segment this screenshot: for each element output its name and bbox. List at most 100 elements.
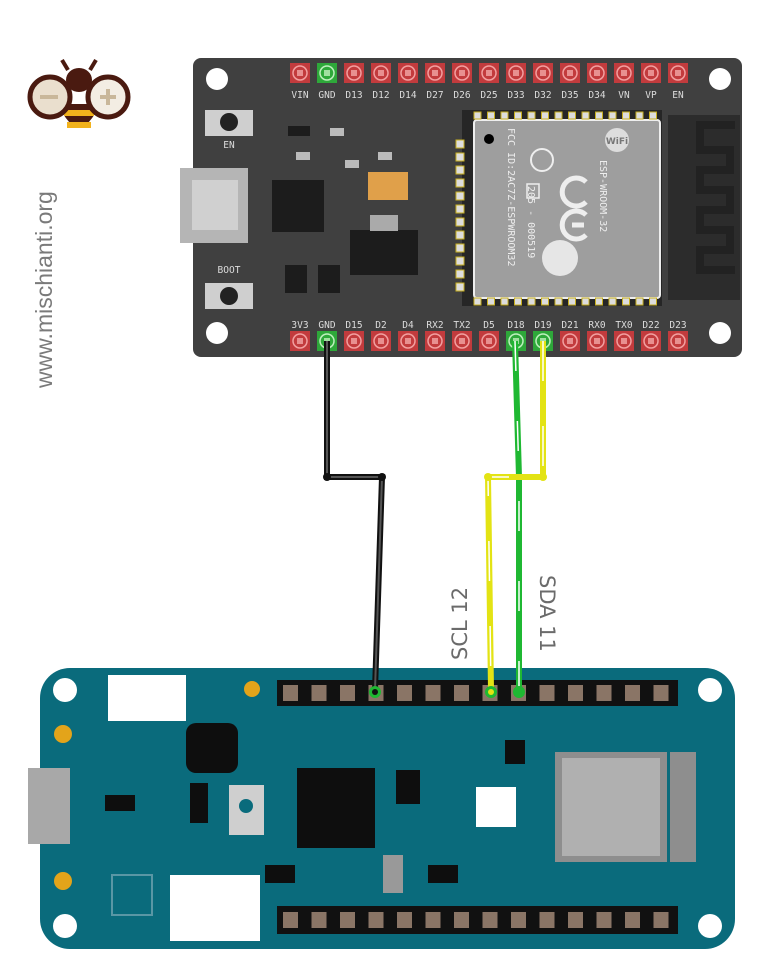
header-pin[interactable] [340, 912, 355, 928]
pin-d25[interactable] [479, 63, 499, 83]
pin-label: RX0 [588, 320, 605, 331]
header-pin[interactable] [568, 685, 583, 701]
pin-d35[interactable] [560, 63, 580, 83]
module-pad [455, 204, 465, 214]
pin-label: EN [672, 90, 684, 101]
header-pin[interactable] [568, 912, 583, 928]
pin-3v3[interactable] [290, 331, 310, 351]
pin-vin[interactable] [290, 63, 310, 83]
pin-label: D18 [507, 320, 524, 331]
pin-d12[interactable] [371, 63, 391, 83]
module-pad [514, 111, 522, 120]
pin-d4[interactable] [398, 331, 418, 351]
pin-rx0[interactable] [587, 331, 607, 351]
header-pin[interactable] [425, 685, 441, 701]
header-pin[interactable] [511, 912, 526, 928]
wire-gnd[interactable] [323, 341, 386, 691]
header-pin[interactable] [653, 685, 669, 701]
wire-ends [369, 686, 525, 698]
module-pad [500, 111, 509, 120]
bottom-header [277, 906, 678, 934]
pin-rx2[interactable] [425, 331, 445, 351]
module-pad [455, 230, 465, 240]
module-pad [608, 111, 617, 120]
header-pin[interactable] [539, 912, 555, 928]
pin-label: D26 [453, 90, 470, 101]
pin-gnd[interactable] [317, 63, 337, 83]
module-pad [541, 111, 549, 120]
header-pin[interactable] [368, 912, 384, 928]
module-fcc: FCC ID:2AC7Z-ESPWROOM32 [505, 128, 516, 266]
pin-label: VN [618, 90, 630, 101]
header-pin[interactable] [397, 912, 412, 928]
pin-d33[interactable] [506, 63, 526, 83]
regulator [350, 230, 418, 275]
pin-label: TX0 [615, 320, 632, 331]
pin-d34[interactable] [587, 63, 607, 83]
pin-label: VP [645, 90, 657, 101]
header-pin[interactable] [397, 685, 412, 701]
pin-d22[interactable] [641, 331, 661, 351]
header-pin[interactable] [454, 912, 469, 928]
wire-scl[interactable] [484, 341, 547, 691]
capacitor [368, 172, 408, 200]
header-pin[interactable] [653, 912, 669, 928]
header-pin[interactable] [454, 685, 469, 701]
pin-d26[interactable] [452, 63, 472, 83]
header-pin[interactable] [340, 685, 355, 701]
header-pin[interactable] [283, 685, 298, 701]
scl-label: SCL 12 [448, 587, 472, 660]
pin-label: D27 [426, 90, 443, 101]
top-header [277, 680, 678, 706]
header-pin[interactable] [311, 912, 327, 928]
header-pin[interactable] [625, 912, 640, 928]
pin-d2[interactable] [371, 331, 391, 351]
pin-d15[interactable] [344, 331, 364, 351]
usb-uart-chip [272, 180, 324, 232]
bee-logo [27, 58, 131, 128]
module-pad [455, 178, 465, 188]
pin-label: D34 [588, 90, 605, 101]
header-pin[interactable] [596, 912, 612, 928]
header-pin[interactable] [283, 912, 298, 928]
pin-label: D4 [402, 320, 414, 331]
wifi-module [562, 758, 660, 856]
module-pad [455, 269, 465, 279]
module-pad [595, 297, 603, 306]
module-pad [568, 297, 576, 306]
site-url[interactable]: www.mischianti.org [31, 191, 57, 389]
header-pin[interactable] [482, 912, 498, 928]
module-pad [455, 191, 465, 201]
pin-d14[interactable] [398, 63, 418, 83]
header-pin[interactable] [596, 685, 612, 701]
module-pad [455, 256, 465, 266]
pin-tx0[interactable] [614, 331, 634, 351]
module-pad [455, 217, 465, 227]
pin-label: D35 [561, 90, 578, 101]
pin-label: D13 [345, 90, 362, 101]
pin-tx2[interactable] [452, 331, 472, 351]
pin-vp[interactable] [641, 63, 661, 83]
pin-label: D12 [372, 90, 389, 101]
header-pin[interactable] [425, 912, 441, 928]
header-pin[interactable] [539, 685, 555, 701]
en-button[interactable] [205, 110, 253, 136]
pin-d27[interactable] [425, 63, 445, 83]
header-pin[interactable] [625, 685, 640, 701]
pin-d5[interactable] [479, 331, 499, 351]
pin-d23[interactable] [668, 331, 688, 351]
module-pad [455, 282, 465, 292]
pin-d32[interactable] [533, 63, 553, 83]
header-pin[interactable] [311, 685, 327, 701]
wire-sda[interactable] [512, 340, 523, 690]
pin-label: GND [318, 90, 335, 101]
microcontroller [297, 768, 375, 848]
pin-d21[interactable] [560, 331, 580, 351]
pin-vn[interactable] [614, 63, 634, 83]
boot-button[interactable] [205, 283, 253, 309]
pin-d13[interactable] [344, 63, 364, 83]
module-pad [581, 297, 590, 306]
module-pad [455, 243, 465, 253]
pin-en[interactable] [668, 63, 688, 83]
